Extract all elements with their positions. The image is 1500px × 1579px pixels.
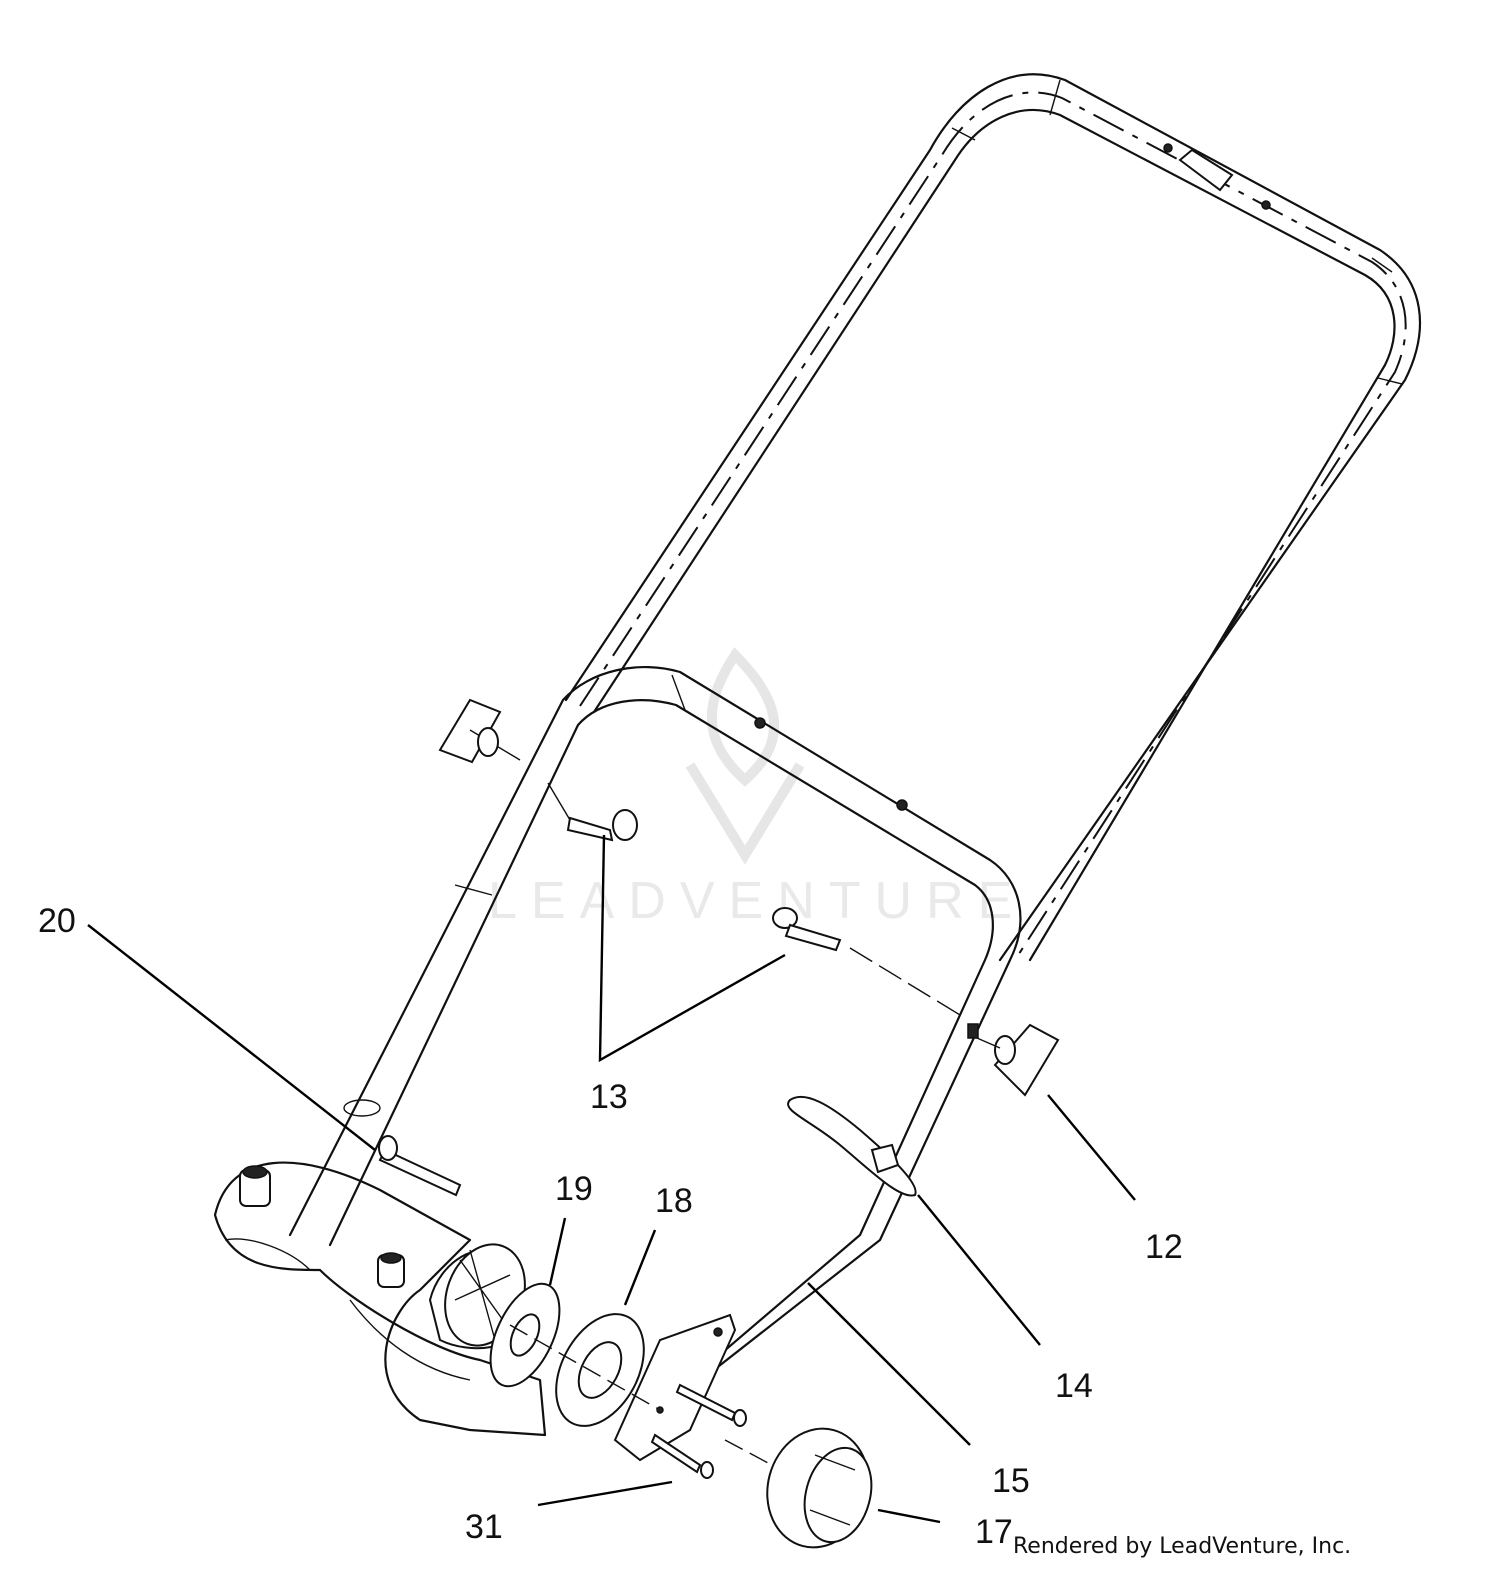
callouts: 20 13 12 19 18 14 15 31 17 [38,902,1183,1551]
callout-13: 13 [590,1078,628,1116]
bolt-upper [547,782,638,842]
leader-lines [87,834,1136,1524]
mower-deck [213,1161,547,1437]
callout-14: 14 [1055,1367,1093,1405]
lower-handle [288,665,1022,1442]
watermark: LEADVENTURE [488,647,1026,930]
upper-handle [564,73,1422,962]
height-adjuster [428,1243,661,1427]
bolt-lower [772,907,966,1019]
render-credit: Rendered by LeadVenture, Inc. [1013,1534,1351,1559]
callout-20: 20 [38,902,76,940]
watermark-text: LEADVENTURE [488,872,1026,930]
callout-18: 18 [655,1182,693,1220]
callout-12: 12 [1145,1228,1183,1266]
leader-12 [1047,1094,1136,1201]
leader-20 [87,924,376,1151]
leader-18 [623,1229,657,1306]
screws [650,1383,747,1479]
callout-17: 17 [975,1513,1013,1551]
pin [378,1135,462,1197]
callout-31: 31 [465,1508,503,1546]
leader-13 [598,834,786,1063]
wheel-cap [724,1427,873,1549]
leader-15 [807,1282,971,1446]
callout-19: 19 [555,1170,593,1208]
leader-14 [917,1194,1041,1346]
watermark-logo [685,647,805,865]
knob-right [967,1023,1060,1097]
leader-31 [537,1480,673,1507]
cable-guide [787,1095,917,1197]
leader-19 [548,1217,567,1286]
knob-left [438,698,521,764]
handle-bracket [613,1313,737,1462]
leader-17 [877,1508,941,1524]
handle-clip [1178,148,1234,192]
callout-15: 15 [992,1462,1030,1500]
